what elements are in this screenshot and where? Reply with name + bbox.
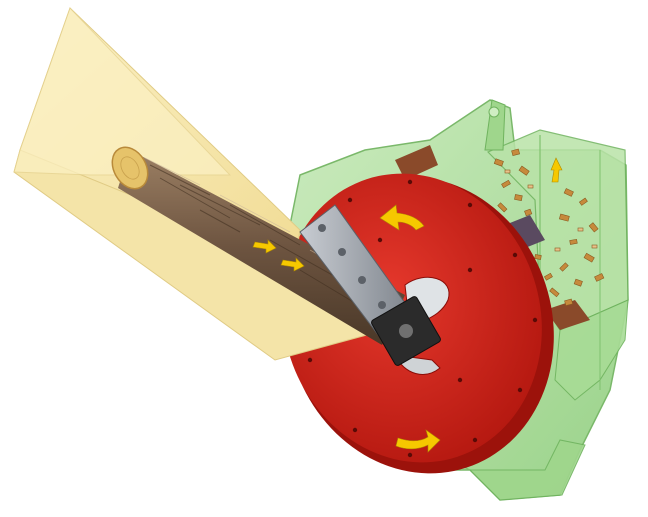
- housing-bolt: [489, 107, 499, 117]
